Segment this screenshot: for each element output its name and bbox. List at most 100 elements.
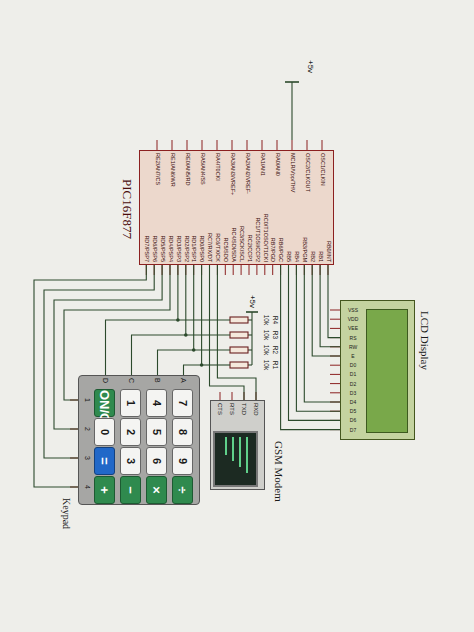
- pin-stub: [330, 310, 340, 311]
- key-label: 5: [151, 419, 162, 445]
- key-label: =: [98, 448, 111, 474]
- pin-name: RA0/AN0: [274, 153, 280, 176]
- pin-name: RE0/AN5/RD: [184, 153, 190, 185]
- pin-stub: [241, 265, 242, 275]
- pin-name: D1: [350, 372, 356, 377]
- keypad-key: ÷: [172, 476, 193, 504]
- power-label: +5v: [306, 60, 314, 73]
- pin-name: RA5/AN4/SS: [199, 153, 205, 185]
- keypad-key: 6: [146, 447, 167, 475]
- keypad-key: −: [120, 476, 141, 504]
- pin-name: 3: [84, 456, 91, 460]
- pin-stub: [225, 265, 226, 275]
- keypad-key: 2: [120, 418, 141, 446]
- key-label: ON/C: [98, 390, 111, 416]
- pin-name: CTS: [217, 403, 223, 415]
- wire: [289, 265, 341, 420]
- key-label: 4: [151, 390, 162, 416]
- pin-name: D: [102, 378, 109, 383]
- pin-name: D5: [350, 409, 356, 414]
- wire: [210, 265, 245, 400]
- pin-name: RB5: [286, 251, 292, 262]
- pin-name: D6: [350, 418, 356, 423]
- pin-name: B: [154, 378, 161, 383]
- resistor-value: 10k: [263, 360, 270, 370]
- resistor-value: 10k: [263, 330, 270, 340]
- component-title: Keypad: [61, 498, 71, 529]
- resistor-lead: [248, 349, 252, 350]
- key-label: 8: [177, 419, 188, 445]
- resistor-lead: [248, 319, 252, 320]
- pin-name: OSC1/CLKIN: [319, 153, 325, 186]
- pin-name: MCLR/Vpp/THV: [289, 153, 295, 192]
- pin-stub: [256, 265, 257, 275]
- key-label: 0: [99, 419, 110, 445]
- pin-stub: [247, 140, 248, 150]
- pin-name: RD2/PSP2: [183, 235, 189, 262]
- keypad-key: +: [94, 476, 115, 504]
- key-label: 9: [177, 448, 188, 474]
- pin-stub: [262, 140, 263, 150]
- pin-name: RD0/PSP0: [199, 235, 205, 262]
- pin-stub: [249, 265, 250, 275]
- pin-name: RD4/PSP4: [167, 235, 173, 262]
- pin-stub: [272, 265, 273, 275]
- key-label: ×: [150, 477, 163, 503]
- pin-name: RB2: [310, 251, 316, 262]
- resistor-value: 10k: [263, 315, 270, 325]
- pin-name: RC3/SCK/SCL: [238, 226, 244, 262]
- pin-name: E: [351, 354, 354, 359]
- pin-stub: [264, 265, 265, 275]
- pin-stub: [202, 140, 203, 150]
- pin-stub: [330, 319, 340, 320]
- pin-name: VDD: [348, 317, 359, 322]
- keypad-key: 7: [172, 389, 193, 417]
- key-label: 7: [177, 390, 188, 416]
- resistor-name: R2: [272, 346, 279, 354]
- keypad: Keypad789÷456×123−ON/C0=+: [78, 375, 200, 505]
- component-title: PIC16F877: [121, 179, 134, 239]
- key-label: ÷: [176, 477, 189, 503]
- pin-name: 4: [84, 485, 91, 489]
- keypad-key: ×: [146, 476, 167, 504]
- component-title: LCD Display: [419, 311, 430, 370]
- pin-stub: [292, 140, 293, 150]
- resistor-name: R4: [272, 316, 279, 324]
- pin-name: RC7/RX/DT: [207, 233, 213, 262]
- screen-line: [246, 437, 248, 473]
- pin-name: OSC2/CLKOUT: [304, 153, 310, 192]
- pin-name: RC0/T1OSO/T1CKI: [262, 214, 268, 262]
- resistor-lead: [248, 334, 252, 335]
- pin-name: RTS: [229, 403, 235, 415]
- pin-name: RA1/AN1: [259, 153, 265, 176]
- power-label: +5v: [248, 295, 256, 308]
- pin-stub: [330, 374, 340, 375]
- keypad-key: 1: [120, 389, 141, 417]
- keypad-key: 0: [94, 418, 115, 446]
- wire: [304, 265, 340, 402]
- resistor-value: 10k: [263, 345, 270, 355]
- pin-name: RA4/T0CKI: [214, 153, 220, 181]
- screen-line: [225, 437, 227, 455]
- resistor-lead: [248, 364, 252, 365]
- pin-name: RB6/PGC: [278, 238, 284, 262]
- modem-screen: [213, 431, 258, 487]
- pin-name: D0: [350, 363, 356, 368]
- pin-name: RB4: [294, 251, 300, 262]
- pin-name: 1: [84, 398, 91, 402]
- pin-stub: [233, 265, 234, 275]
- pin-stub: [172, 140, 173, 150]
- pin-name: RB7/PGD: [270, 238, 276, 262]
- resistor-name: R3: [272, 331, 279, 339]
- wire: [312, 265, 340, 356]
- key-label: 1: [125, 390, 136, 416]
- pin-name: RD7/PSP7: [144, 235, 150, 262]
- resistor-lead: [194, 349, 230, 350]
- pin-name: RB0/INT: [325, 241, 331, 262]
- power-wire: [291, 82, 292, 140]
- pin-name: D7: [350, 427, 356, 432]
- pin-name: RD5/PSP5: [159, 235, 165, 262]
- keypad-key: ON/C: [94, 389, 115, 417]
- power-terminal: [285, 81, 299, 83]
- pin-name: RS: [350, 335, 357, 340]
